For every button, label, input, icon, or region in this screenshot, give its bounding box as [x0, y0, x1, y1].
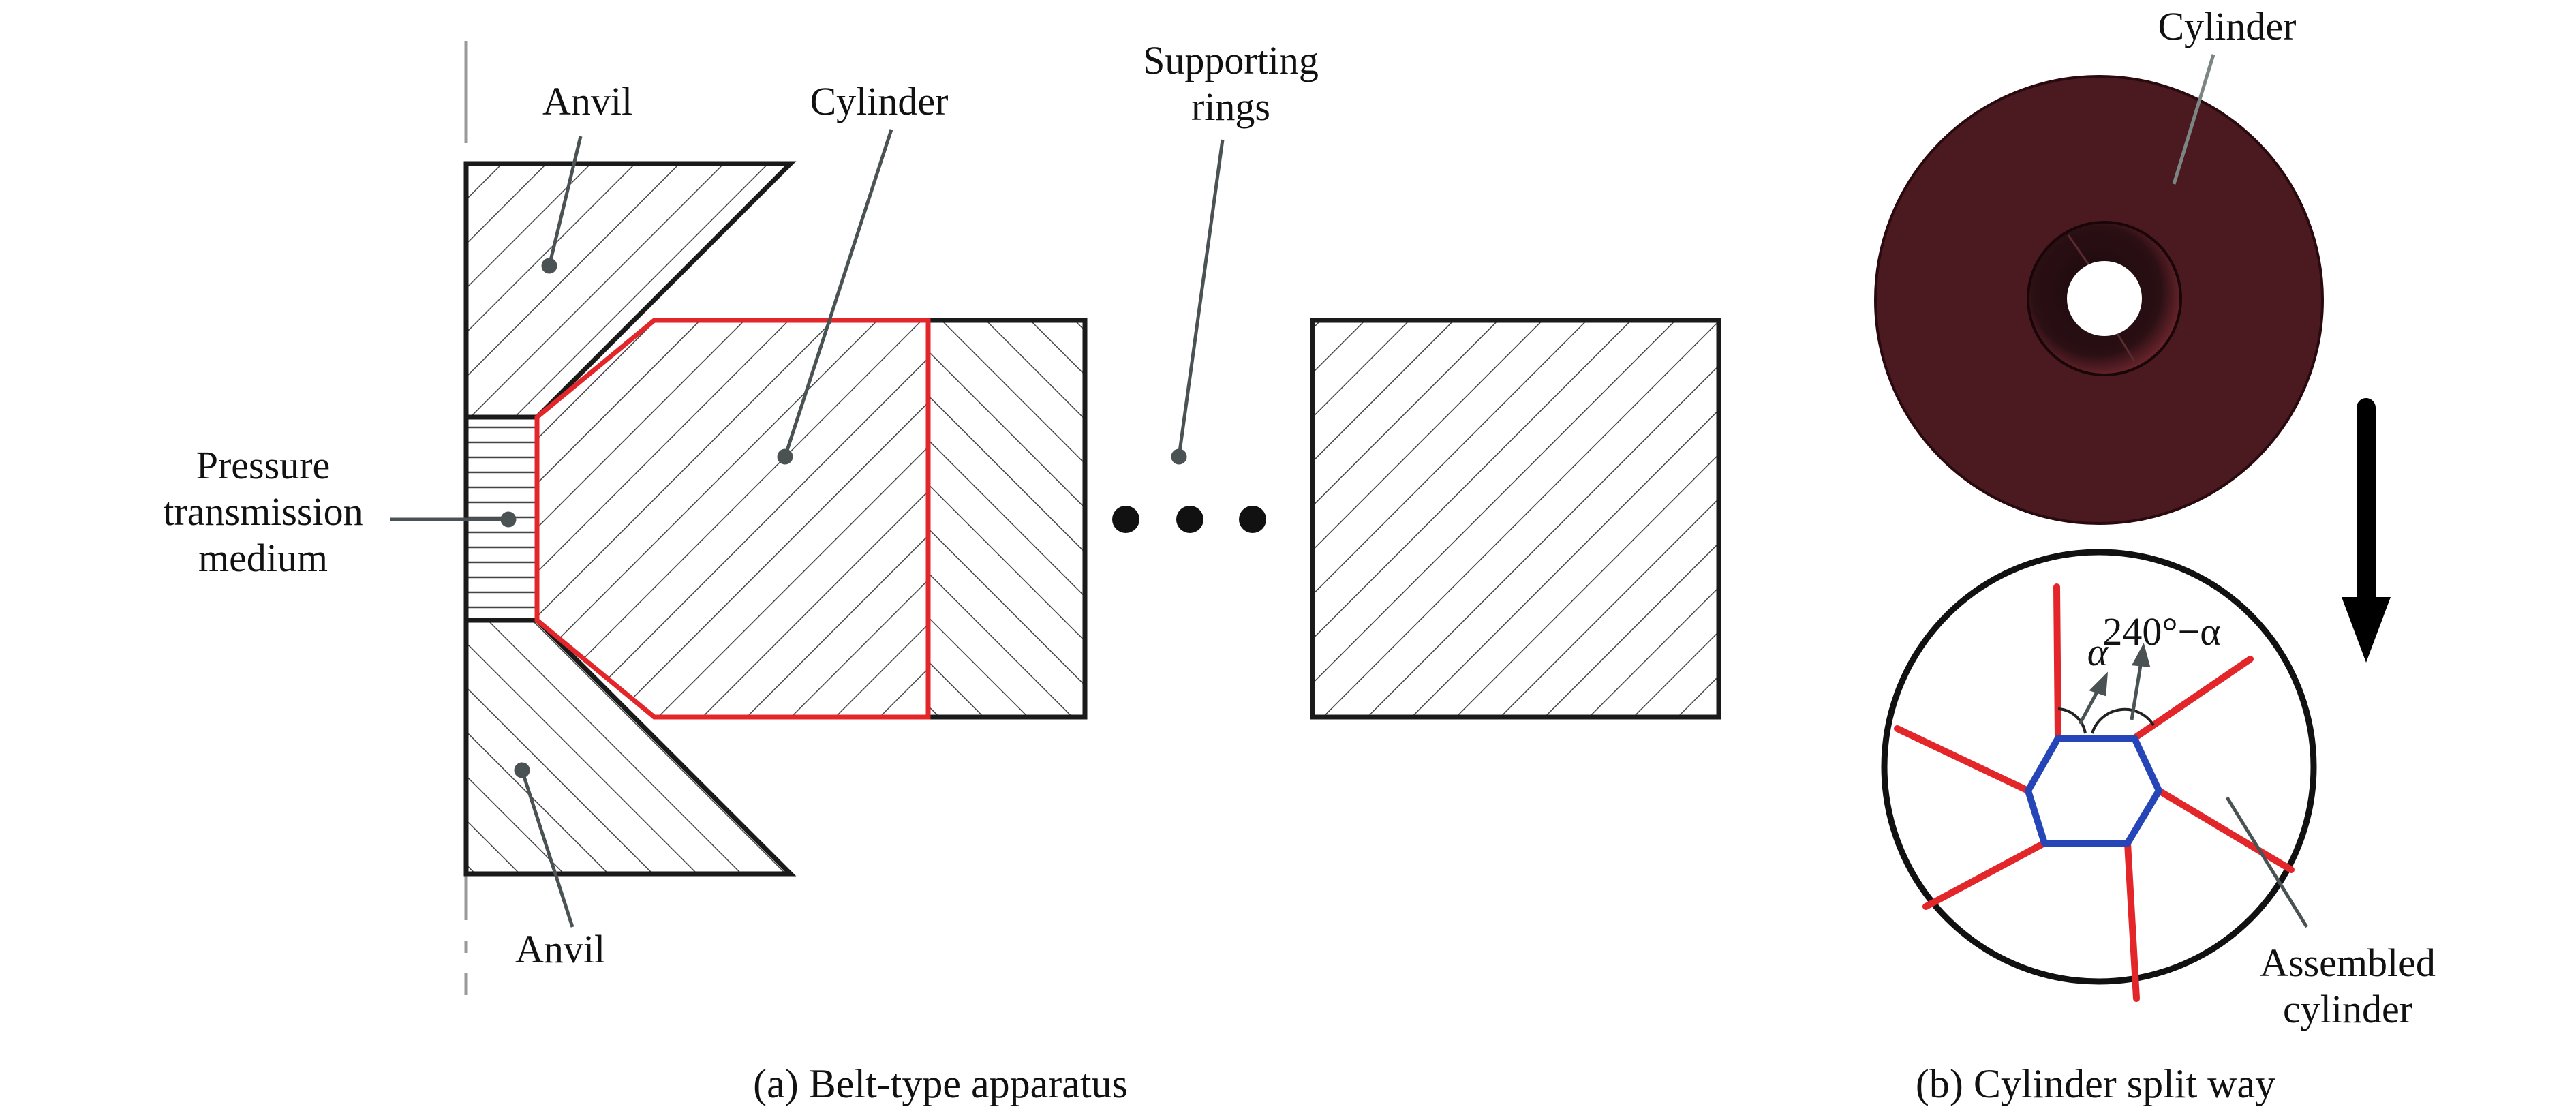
leader-dot: [1171, 448, 1187, 465]
down-arrow-icon: [2342, 597, 2391, 663]
leader-assembled: [2225, 796, 2309, 928]
leader-anvil-top: [547, 136, 583, 267]
ellipsis-dot: [1239, 506, 1266, 533]
split-line: [2053, 583, 2061, 742]
leader-dot: [777, 448, 793, 465]
split-line: [2156, 787, 2295, 873]
hexagon-bore: [2025, 735, 2162, 847]
split-line: [2124, 840, 2140, 1002]
leader-dot: [541, 258, 557, 274]
ellipsis-dot: [1112, 506, 1139, 533]
pressure-medium-label-2: transmission: [163, 489, 363, 534]
alpha-pointer: [2078, 687, 2101, 725]
leader-cylinder-3d: [2172, 54, 2215, 185]
assembled-cylinder-outline: [1881, 549, 2317, 985]
cylinder-outer-ring: [925, 318, 1088, 720]
panel-b: Cylinder 240°−α α As: [1874, 4, 2436, 1106]
panel-a: Anvil Cylinder Supporting rings Pressure…: [163, 38, 1721, 1106]
split-line: [1894, 725, 2031, 794]
angle-alpha-label: α: [2087, 630, 2109, 674]
leader-cylinder: [783, 129, 893, 457]
split-line: [1922, 840, 2048, 910]
assembled-label-1: Assembled: [2260, 941, 2436, 985]
supporting-ring-shape: [1310, 318, 1721, 720]
assembled-label-2: cylinder: [2283, 987, 2412, 1031]
panel-a-caption: (a) Belt-type apparatus: [753, 1061, 1128, 1106]
leader-rings: [1177, 139, 1225, 457]
cylinder-3d-label: Cylinder: [2158, 4, 2297, 48]
supporting-rings-label-2: rings: [1191, 85, 1270, 129]
angle-arc-alpha: [2057, 707, 2087, 734]
leader-dot: [514, 762, 530, 778]
complement-pointer-head: [2132, 643, 2151, 667]
ellipsis-dot: [1176, 506, 1203, 533]
panel-b-caption: (b) Cylinder split way: [1916, 1061, 2275, 1106]
pressure-medium-label-3: medium: [198, 536, 328, 580]
angle-complement-label: 240°−α: [2102, 609, 2220, 654]
cylinder-label: Cylinder: [810, 79, 949, 123]
alpha-pointer-head: [2089, 671, 2109, 697]
supporting-rings-label-1: Supporting: [1143, 38, 1319, 82]
split-line: [2131, 656, 2254, 742]
leader-anvil-bottom: [520, 770, 574, 928]
anvil-bottom-label: Anvil: [515, 927, 605, 971]
cylinder-shape: [534, 318, 931, 720]
cylinder-3d-hole: [2067, 261, 2142, 336]
angle-arc-complement: [2091, 707, 2155, 734]
pressure-medium-label-1: Pressure: [196, 443, 331, 487]
anvil-top-label: Anvil: [542, 79, 632, 123]
leader-dot: [500, 511, 517, 528]
complement-pointer: [2130, 660, 2143, 720]
